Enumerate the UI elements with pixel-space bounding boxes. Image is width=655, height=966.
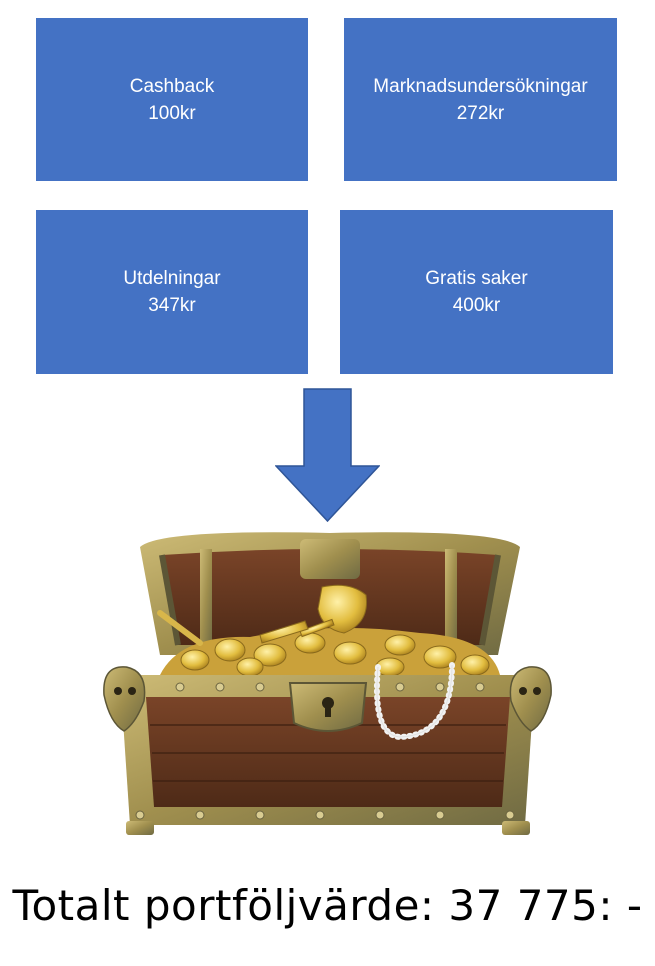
- box-label: Marknadsundersökningar: [373, 75, 588, 97]
- box-label: Gratis saker: [425, 268, 528, 289]
- box-label: Cashback: [129, 75, 215, 97]
- treasure-chest-icon: [103, 532, 552, 835]
- box-amount: 100kr: [148, 102, 196, 124]
- box-amount: 400kr: [452, 295, 501, 316]
- income-box-dividends: Utdelningar 347kr: [36, 210, 308, 374]
- income-box-cashback: Cashback 100kr: [36, 18, 308, 181]
- total-portfolio-value: Totalt portföljvärde: 37 775: -: [12, 881, 643, 930]
- income-box-surveys: Marknadsundersökningar 272kr: [344, 18, 617, 181]
- box-amount: 347kr: [148, 295, 196, 316]
- box-label: Utdelningar: [123, 268, 221, 289]
- income-box-free-stuff: Gratis saker 400kr: [340, 210, 613, 374]
- down-arrow-icon: [275, 388, 380, 523]
- box-amount: 272kr: [456, 102, 505, 124]
